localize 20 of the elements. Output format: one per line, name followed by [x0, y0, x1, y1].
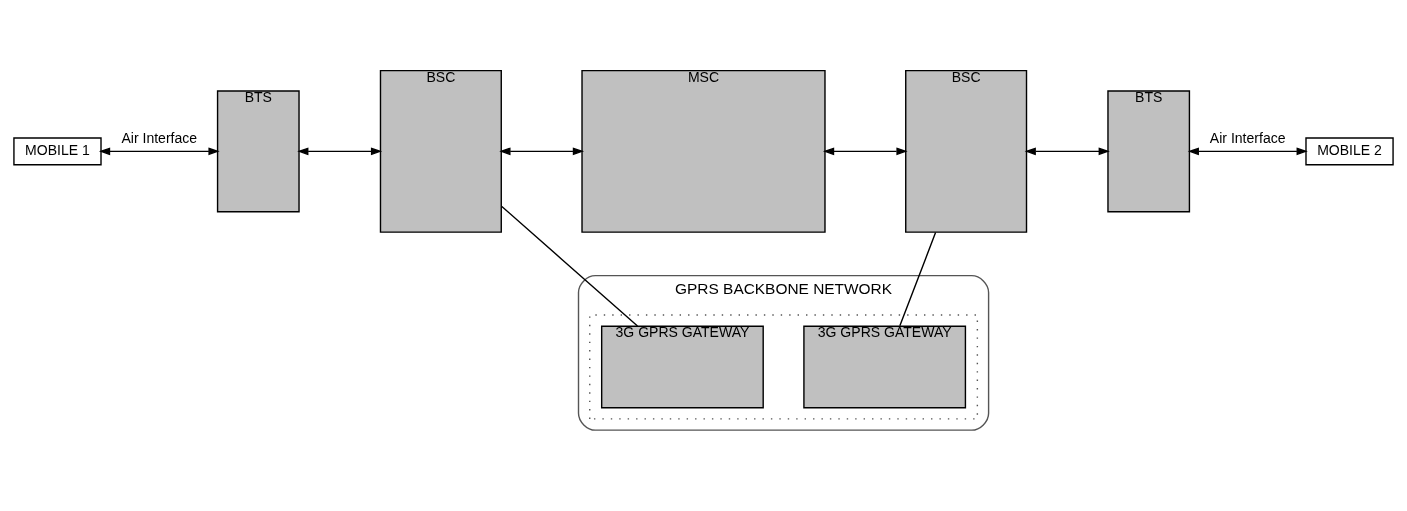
- node-box: MSC: [581, 69, 826, 233]
- node-box: BTS: [1107, 89, 1191, 212]
- arrow: [297, 146, 383, 155]
- node-box: BSC: [379, 69, 502, 233]
- arrow: [822, 146, 908, 155]
- node-box: BTS: [216, 89, 300, 212]
- node-box: BSC: [905, 69, 1028, 233]
- connector: [899, 231, 937, 327]
- node-box: 3G GPRS GATEWAY: [803, 325, 967, 408]
- arrow: [1024, 146, 1110, 155]
- edge-label: Air Interface: [121, 129, 198, 146]
- edge-label: Air Interface: [1209, 129, 1286, 146]
- arrow: [499, 146, 585, 155]
- node-box: 3G GPRS GATEWAY: [600, 325, 764, 408]
- node-box: MOBILE 1: [13, 136, 102, 165]
- node-box: MOBILE 2: [1305, 136, 1394, 165]
- connector: [501, 205, 639, 327]
- cluster: [589, 313, 979, 420]
- arrow: [98, 146, 220, 155]
- arrow: [1187, 146, 1308, 155]
